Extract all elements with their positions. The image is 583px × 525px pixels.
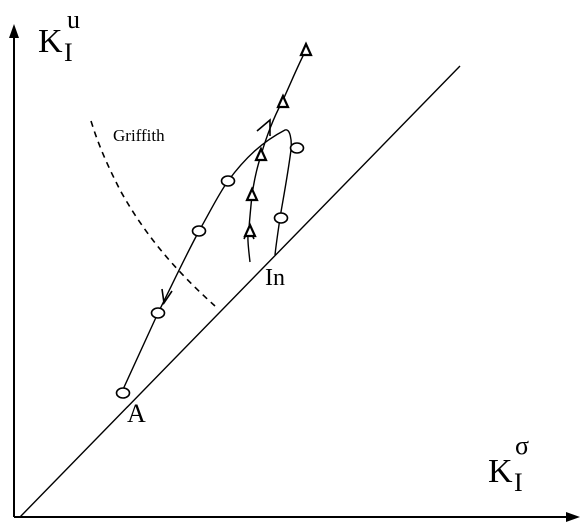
triangle-marker [276, 93, 290, 109]
y-axis-label-superscript: u [67, 5, 80, 34]
circle-marker [273, 212, 289, 224]
point-in-label: In [265, 265, 285, 291]
circle-marker [289, 142, 305, 154]
y-axis-label-subscript: I [64, 38, 73, 67]
griffith-label: Griffith [113, 126, 165, 145]
point-a-label: A [127, 399, 146, 428]
circle-marker [191, 225, 207, 237]
arrowhead-lower [161, 288, 173, 306]
right-loop-curve [274, 149, 292, 256]
triangle-marker [299, 41, 313, 57]
x-axis-label: K [488, 453, 513, 490]
y-axis-label: K [38, 23, 63, 60]
griffith-curve [90, 120, 216, 307]
x-axis-arrowhead [566, 512, 580, 522]
triangle-marker [254, 146, 268, 162]
x-axis-label-superscript: σ [515, 431, 529, 460]
main-loop-curve [119, 129, 292, 397]
triangle-marker [243, 222, 257, 238]
triangle-marker [245, 186, 259, 202]
circle-marker [150, 307, 166, 319]
circle-marker [220, 175, 236, 187]
y-axis-arrowhead [9, 24, 19, 38]
circle-marker-a [115, 387, 131, 399]
arrowhead-upper [256, 118, 271, 136]
x-axis-label-subscript: I [514, 468, 523, 497]
diagonal-line [19, 65, 461, 518]
